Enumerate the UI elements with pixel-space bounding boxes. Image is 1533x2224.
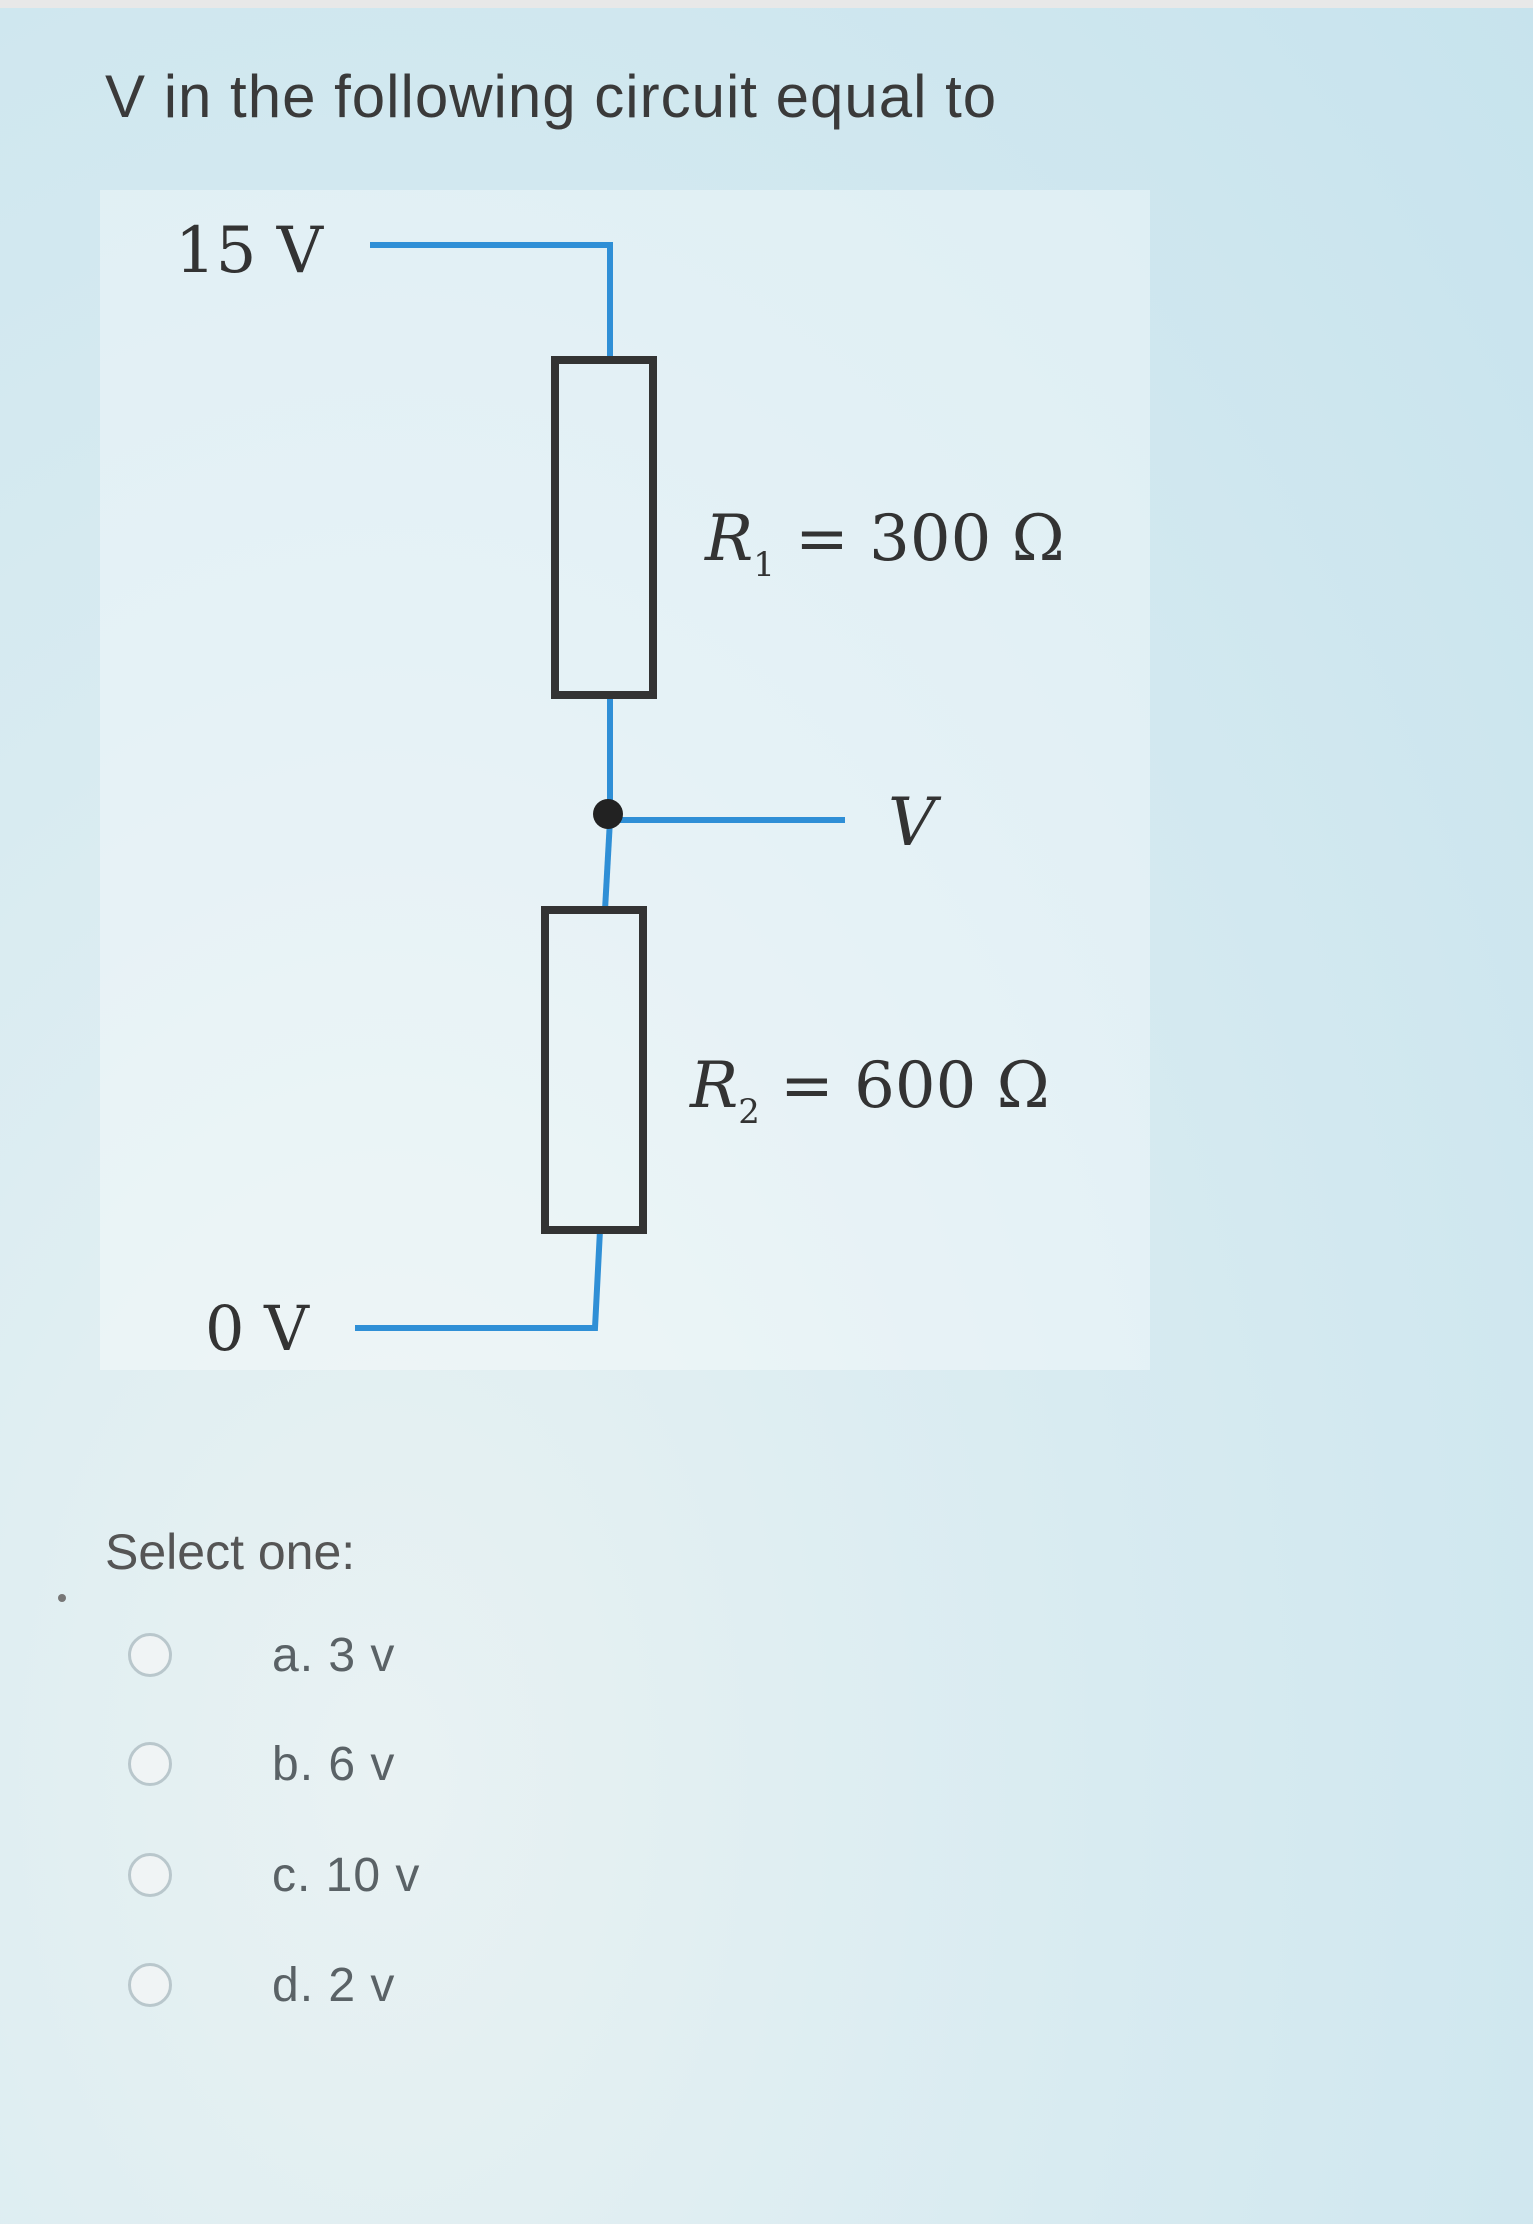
r1-subscript: 1 — [753, 545, 775, 585]
junction-node — [593, 799, 623, 829]
output-voltage-label: V — [888, 784, 942, 861]
option-c[interactable]: c. 10 v — [128, 1845, 420, 1905]
r2-label: R2 = 600 Ω — [689, 1049, 1050, 1132]
radio-option-b[interactable] — [128, 1742, 172, 1786]
option-c-label[interactable]: c. 10 v — [272, 1848, 421, 1902]
option-a[interactable]: a. 3 v — [128, 1625, 395, 1685]
r1-value: = 300 Ω — [775, 502, 1065, 576]
option-a-label[interactable]: a. 3 v — [272, 1628, 396, 1682]
top-wire — [370, 242, 613, 360]
option-d[interactable]: d. 2 v — [128, 1955, 395, 2015]
option-b-label[interactable]: b. 6 v — [272, 1737, 396, 1791]
top-strip — [0, 0, 1533, 8]
r2-symbol: R — [689, 1049, 738, 1123]
question-text: V in the following circuit equal to — [105, 63, 998, 130]
circuit-diagram: 15 V 0 V R1 = 300 Ω R2 = 600 Ω V — [100, 190, 1150, 1370]
resistor-r2 — [541, 906, 647, 1234]
bottom-wire — [355, 1229, 603, 1331]
diagram-background — [100, 190, 1150, 1370]
bottom-voltage-label: 0 V — [205, 1292, 310, 1365]
top-voltage-label: 15 V — [175, 214, 325, 288]
radio-option-a[interactable] — [128, 1633, 172, 1677]
r2-value: = 600 Ω — [760, 1049, 1050, 1123]
circuit-svg: 15 V 0 V R1 = 300 Ω R2 = 600 Ω V — [100, 190, 1150, 1370]
option-d-label[interactable]: d. 2 v — [272, 1958, 396, 2012]
focus-marker — [58, 1594, 66, 1602]
r2-subscript: 2 — [738, 1092, 760, 1132]
select-one-label: Select one: — [105, 1524, 356, 1580]
radio-option-d[interactable] — [128, 1963, 172, 2007]
resistor-r1 — [551, 356, 657, 699]
r1-symbol: R — [704, 502, 753, 576]
circuit-wires — [355, 242, 845, 1331]
r1-label: R1 = 300 Ω — [704, 502, 1065, 585]
radio-option-c[interactable] — [128, 1853, 172, 1897]
middle-wire-lower — [602, 819, 613, 911]
option-b[interactable]: b. 6 v — [128, 1734, 395, 1794]
